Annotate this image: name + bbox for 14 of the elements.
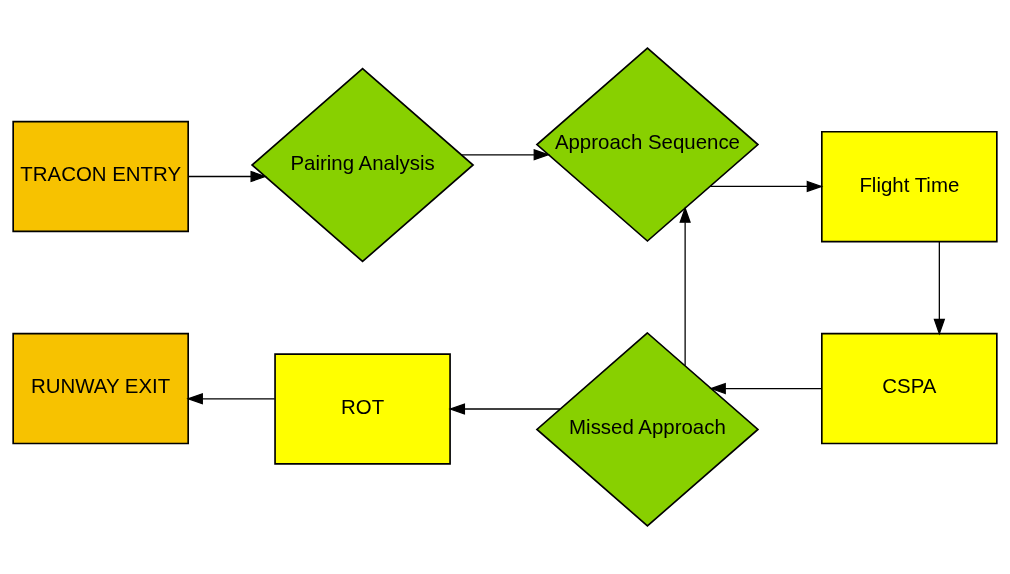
node-box: TRACON ENTRY	[12, 120, 189, 233]
node-box: Flight Time	[821, 130, 998, 243]
node-box: ROT	[274, 353, 451, 465]
arrow	[460, 148, 551, 161]
arrow	[933, 241, 946, 336]
node-box: CSPA	[821, 332, 998, 445]
arrow	[679, 206, 691, 367]
arrow	[709, 180, 824, 193]
node-box: RUNWAY EXIT	[12, 332, 189, 445]
node-diamond: Missed Approach	[535, 331, 760, 527]
arrow	[448, 403, 561, 415]
arrow	[709, 382, 823, 395]
arrow	[187, 170, 268, 183]
arrow	[186, 392, 276, 405]
